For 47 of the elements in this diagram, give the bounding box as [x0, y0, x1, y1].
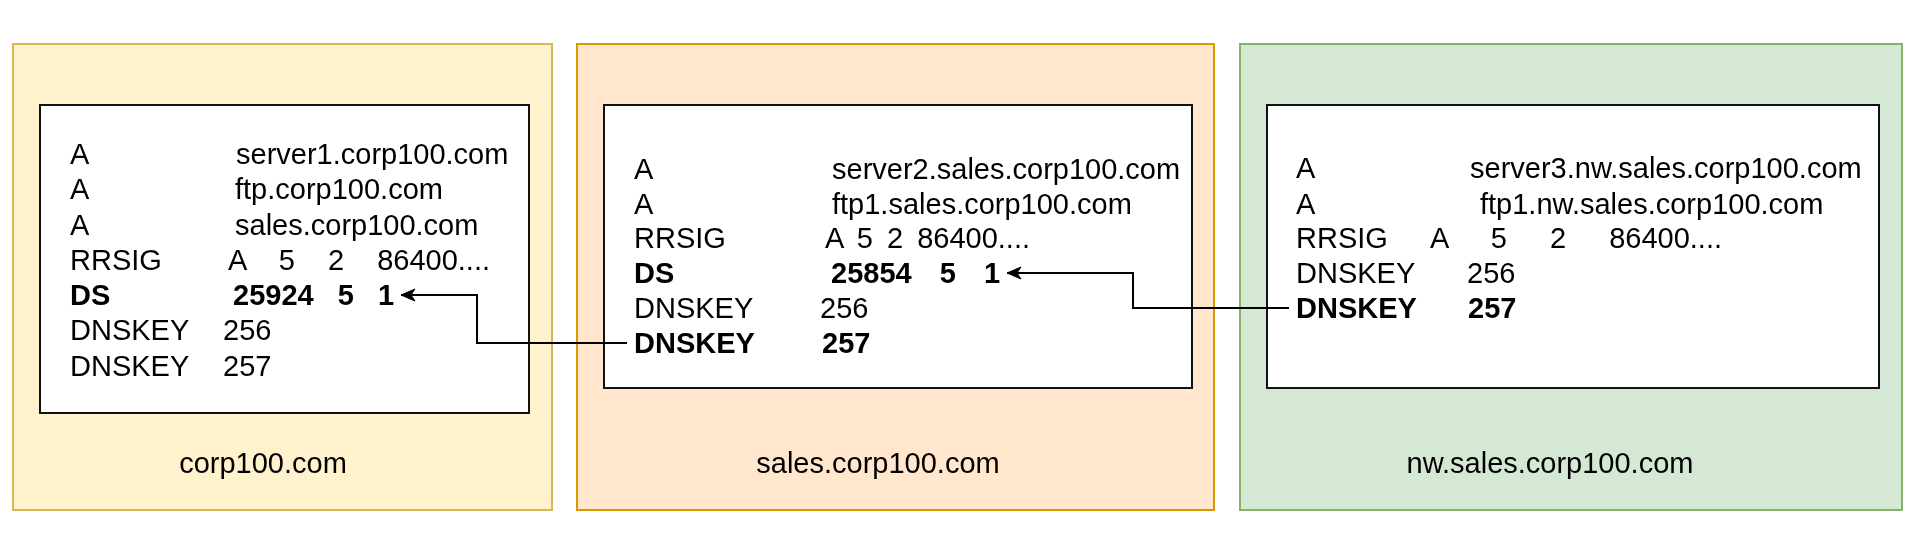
record-data: A 5 2 86400....: [228, 243, 491, 277]
record-type: A: [70, 208, 90, 242]
record-data: 256: [1467, 256, 1516, 290]
record-data: server1.corp100.com: [236, 137, 509, 171]
record-data: A 5 2 86400....: [1430, 221, 1723, 255]
record-data: sales.corp100.com: [235, 208, 479, 242]
zone-name: nw.sales.corp100.com: [1406, 446, 1694, 480]
record-type: A: [1296, 151, 1316, 185]
record-type: RRSIG: [70, 243, 162, 277]
record-type: A: [634, 187, 654, 221]
arrow: [400, 288, 628, 344]
record-data: ftp1.nw.sales.corp100.com: [1480, 187, 1824, 221]
record-data: server3.nw.sales.corp100.com: [1470, 151, 1862, 185]
record-data: 256: [223, 313, 272, 347]
record-data: ftp.corp100.com: [235, 172, 443, 206]
record-type: RRSIG: [1296, 221, 1388, 255]
record-type: A: [634, 152, 654, 186]
record-data: ftp1.sales.corp100.com: [832, 187, 1132, 221]
record-data: 25924 5 1: [233, 278, 394, 312]
record-type: DNSKEY: [1296, 256, 1416, 290]
zone-name: sales.corp100.com: [756, 446, 1000, 480]
record-type: A: [70, 172, 90, 206]
record-type: DNSKEY: [70, 349, 190, 383]
record-box: [39, 104, 530, 414]
record-type: DNSKEY: [1296, 291, 1417, 325]
record-data: 257: [1468, 291, 1517, 325]
zone-panel: [12, 43, 553, 511]
record-type: DS: [70, 278, 111, 312]
record-data: 257: [223, 349, 272, 383]
record-box: [603, 104, 1193, 389]
record-type: DNSKEY: [634, 291, 754, 325]
record-data: A 5 2 86400....: [825, 221, 1031, 255]
record-data: 257: [822, 326, 871, 360]
arrow: [1006, 266, 1290, 309]
zone-panel: [576, 43, 1215, 511]
record-type: RRSIG: [634, 221, 726, 255]
record-data: 25854 5 1: [831, 256, 1000, 290]
record-type: DS: [634, 256, 675, 290]
zone-panel: [1239, 43, 1903, 511]
record-type: DNSKEY: [634, 326, 755, 360]
zone-name: corp100.com: [179, 446, 347, 480]
record-type: A: [70, 137, 90, 171]
record-type: DNSKEY: [70, 313, 190, 347]
record-type: A: [1296, 187, 1316, 221]
record-data: server2.sales.corp100.com: [832, 152, 1181, 186]
record-box: [1266, 104, 1880, 389]
record-data: 256: [820, 291, 869, 325]
